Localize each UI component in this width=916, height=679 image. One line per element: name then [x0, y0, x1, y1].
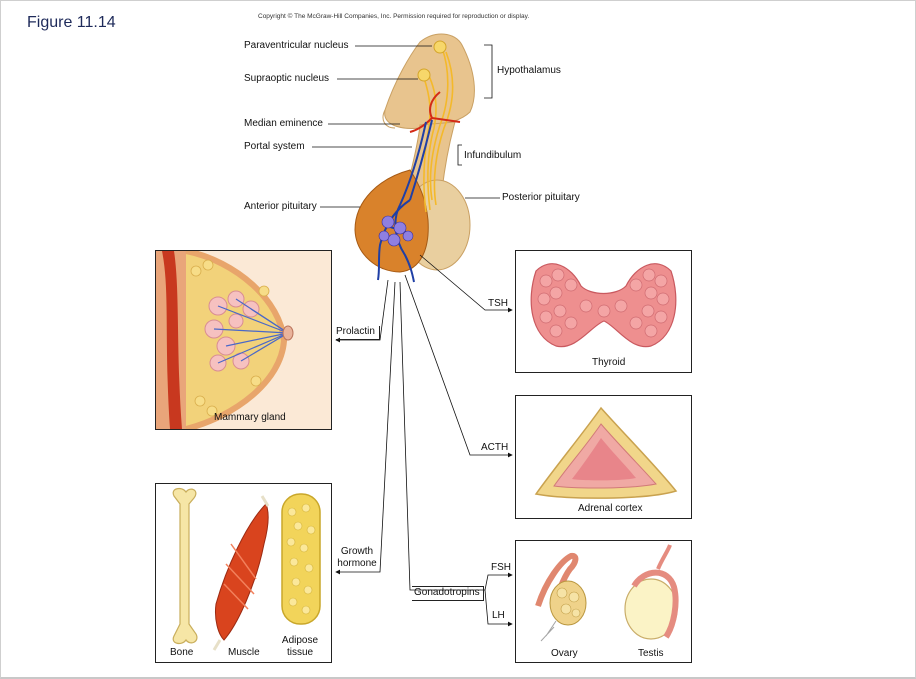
label-bone: Bone [170, 647, 194, 658]
hormone-gonadotropins: Gonadotropins [412, 586, 484, 601]
thyroid-box: Thyroid [515, 250, 692, 373]
muscle-drawing [212, 495, 270, 651]
mammary-gland-illustration [156, 251, 331, 429]
label-posterior-pituitary: Posterior pituitary [502, 192, 580, 203]
label-adipose-line2: tissue [286, 647, 314, 658]
musculoskeletal-box: Bone Muscle Adipose tissue [155, 483, 332, 663]
label-hypothalamus: Hypothalamus [497, 65, 561, 76]
adipose-drawing [281, 493, 321, 625]
hormone-growth-line2: hormone [337, 558, 377, 569]
label-median-eminence: Median eminence [244, 118, 323, 129]
adrenal-cortex-illustration [534, 406, 678, 499]
hormone-prolactin: Prolactin [336, 326, 380, 340]
copyright-notice: Copyright © The McGraw-Hill Companies, I… [258, 13, 530, 20]
mammary-gland-box: Mammary gland [155, 250, 332, 430]
adrenal-cortex-box: Adrenal cortex [515, 395, 692, 519]
hormone-acth: ACTH [481, 442, 509, 453]
label-mammary-gland: Mammary gland [214, 412, 286, 423]
hormone-growth-line1: Growth [340, 546, 374, 557]
hormone-fsh: FSH [491, 562, 511, 573]
label-muscle: Muscle [228, 647, 260, 658]
bone-muscle-adipose-illustration [172, 487, 321, 651]
figure-title: Figure 11.14 [27, 14, 116, 31]
bone-drawing [172, 487, 198, 645]
label-thyroid: Thyroid [592, 357, 626, 368]
thyroid-illustration [530, 263, 677, 348]
label-ovary: Ovary [551, 648, 578, 659]
testis-drawing [624, 544, 679, 640]
label-portal-system: Portal system [244, 141, 305, 152]
label-infundibulum: Infundibulum [464, 150, 522, 161]
label-supraoptic-nucleus: Supraoptic nucleus [244, 73, 330, 84]
hormone-tsh: TSH [488, 298, 508, 309]
ovary-drawing [535, 552, 587, 642]
gonads-box: Ovary Testis [515, 540, 692, 663]
label-adrenal-cortex: Adrenal cortex [578, 503, 643, 514]
label-paraventricular-nucleus: Paraventricular nucleus [244, 40, 349, 51]
label-testis: Testis [638, 648, 664, 659]
hormone-lh: LH [492, 610, 505, 621]
neuron-fibers [423, 47, 454, 213]
ovary-testis-illustration [535, 544, 679, 642]
label-adipose-line1: Adipose [281, 635, 319, 646]
label-anterior-pituitary: Anterior pituitary [244, 201, 317, 212]
artery [409, 91, 461, 133]
